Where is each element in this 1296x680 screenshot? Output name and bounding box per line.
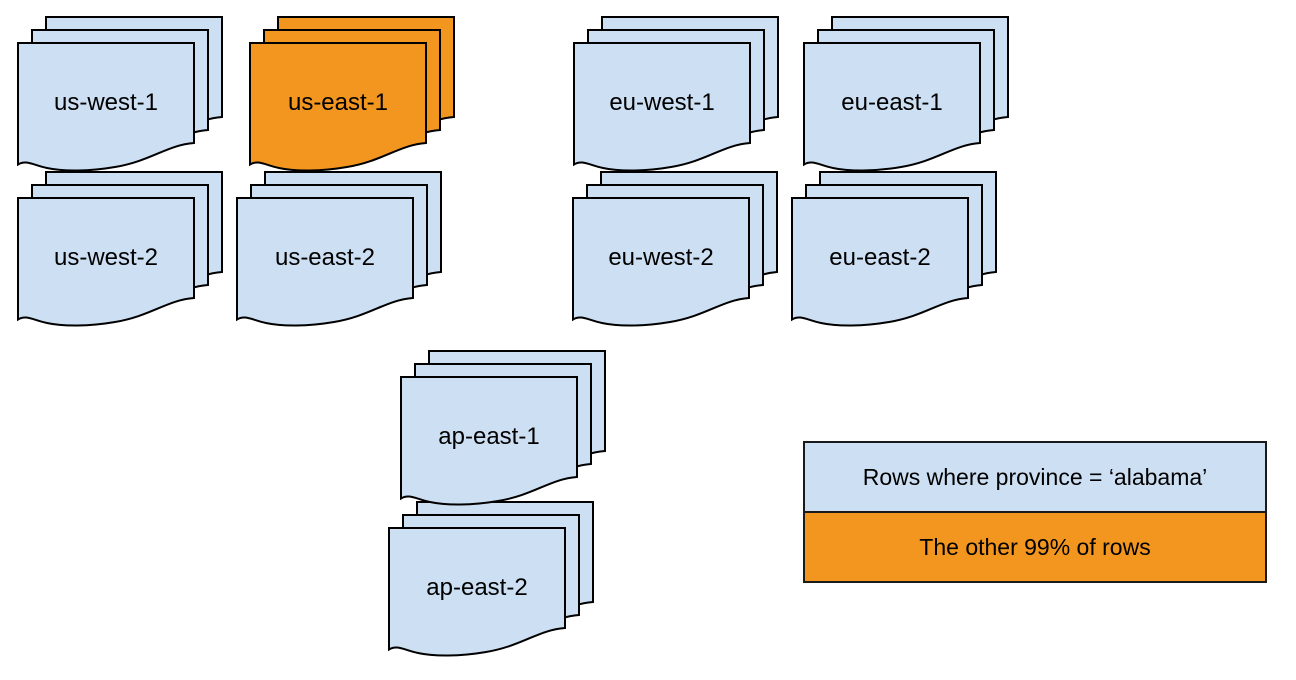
region-stack-eu-east-1: eu-east-1: [803, 16, 1011, 174]
document-shape-front: [17, 197, 195, 327]
document-stack-icon: [388, 501, 594, 657]
region-stack-eu-west-1: eu-west-1: [573, 16, 781, 174]
document-stack-icon: [803, 16, 1009, 172]
document-shape-front: [17, 42, 195, 172]
document-stack-icon: [17, 171, 223, 327]
legend-item-label: The other 99% of rows: [919, 533, 1151, 560]
document-shape-front: [249, 42, 427, 172]
legend-item-other-rows: The other 99% of rows: [805, 513, 1265, 581]
region-stack-eu-east-2: eu-east-2: [791, 171, 999, 329]
document-shape-front: [388, 527, 566, 657]
document-shape-front: [573, 42, 751, 172]
document-shape-front: [236, 197, 414, 327]
region-stack-ap-east-1: ap-east-1: [400, 350, 608, 508]
document-stack-icon: [249, 16, 455, 172]
legend-item-label: Rows where province = ‘alabama’: [862, 463, 1208, 490]
region-stack-us-west-2: us-west-2: [17, 171, 225, 329]
document-stack-icon: [791, 171, 997, 327]
region-stack-ap-east-2: ap-east-2: [388, 501, 596, 659]
document-shape-front: [400, 376, 578, 506]
document-shape-front: [803, 42, 981, 172]
region-stack-us-east-1: us-east-1: [249, 16, 457, 174]
region-stack-us-west-1: us-west-1: [17, 16, 225, 174]
document-shape-front: [572, 197, 750, 327]
document-stack-icon: [236, 171, 442, 327]
document-stack-icon: [573, 16, 779, 172]
document-stack-icon: [17, 16, 223, 172]
region-stack-us-east-2: us-east-2: [236, 171, 444, 329]
document-stack-icon: [572, 171, 778, 327]
document-stack-icon: [400, 350, 606, 506]
legend: Rows where province = ‘alabama’ The othe…: [803, 441, 1267, 583]
region-stack-eu-west-2: eu-west-2: [572, 171, 780, 329]
legend-item-alabama-rows: Rows where province = ‘alabama’: [805, 443, 1265, 513]
document-shape-front: [791, 197, 969, 327]
